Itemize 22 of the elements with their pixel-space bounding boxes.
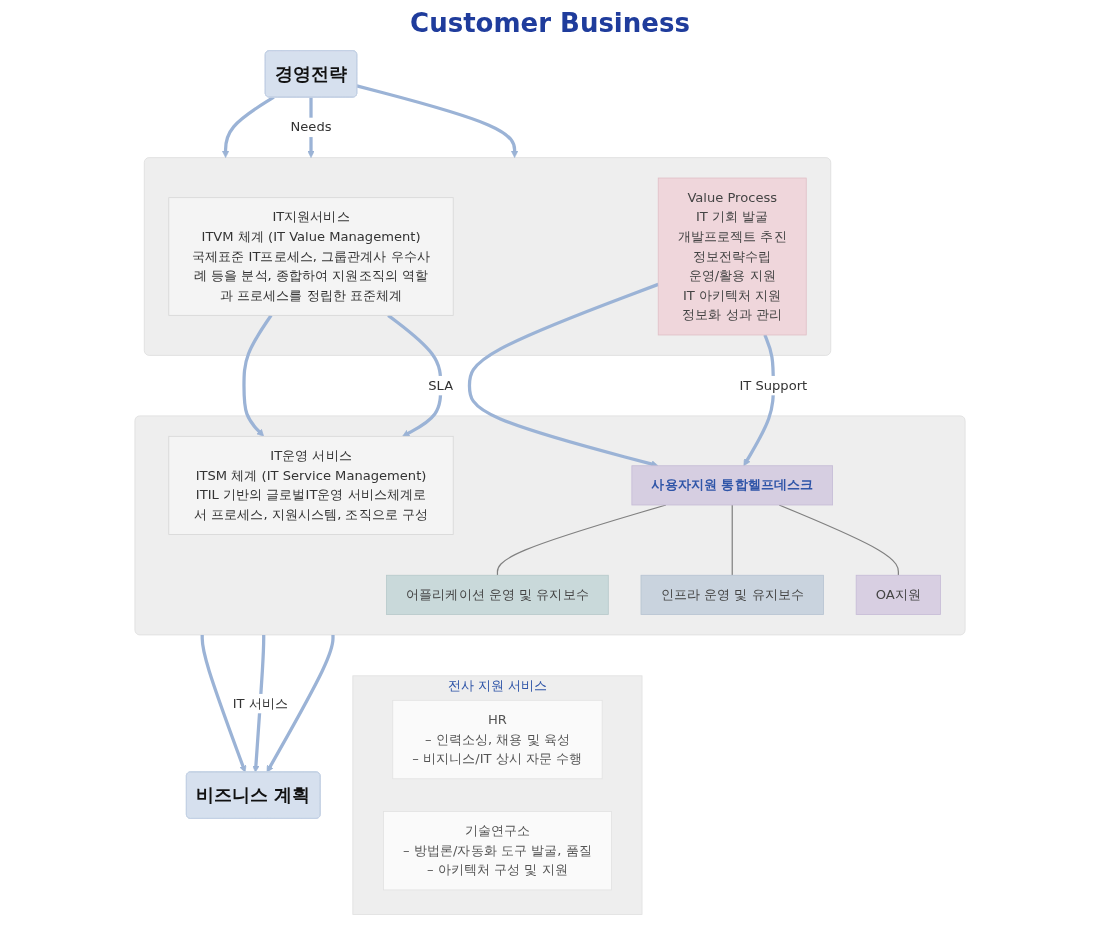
arrow <box>200 634 247 773</box>
cluster <box>134 415 966 636</box>
node-box: IT지원서비스 ITVM 체계 (IT Value Management) 국제표준 IT프로세스, 그룹관계사 우수사례 등을 분석, 종합하여 지원조직의 역할과 프로세스를 정립한 표준체계 <box>168 197 454 316</box>
arrow <box>266 634 335 773</box>
node-box: IT운영 서비스 ITSM 체계 (IT Service Management) ITIL 기반의 글로벌IT운영 서비스체계로서 프로세스, 지원시스템, 조직으로 구성 <box>168 435 454 535</box>
edge-label: SLA <box>428 377 454 393</box>
arrow <box>387 314 443 437</box>
connector <box>731 504 733 576</box>
node-box: OA지원 <box>855 574 941 615</box>
edge-label: IT Support <box>739 377 808 393</box>
title: Customer Business <box>410 8 690 38</box>
cluster <box>143 157 832 356</box>
node-box: 기술연구소 – 방법론/자동화 도구 발굴, 품질 – 아키텍처 구성 및 지원 <box>383 811 612 891</box>
node-box: 인프라 운영 및 유지보수 <box>640 574 824 615</box>
arrow <box>356 84 519 158</box>
connector <box>778 504 899 576</box>
node-box: 사용자지원 통합헬프데스크 <box>631 465 833 506</box>
node-box: 어플리케이션 운영 및 유지보수 <box>386 574 609 615</box>
edge-label: IT 서비스 <box>232 695 288 711</box>
edge-label: Needs <box>290 119 332 135</box>
arrow <box>242 314 273 437</box>
node-box: Value Process IT 기회 발굴 개발프로젝트 추진 정보전략수립 운영/활용 지원 IT 아키텍처 지원 정보화 성과 관리 <box>657 177 807 336</box>
